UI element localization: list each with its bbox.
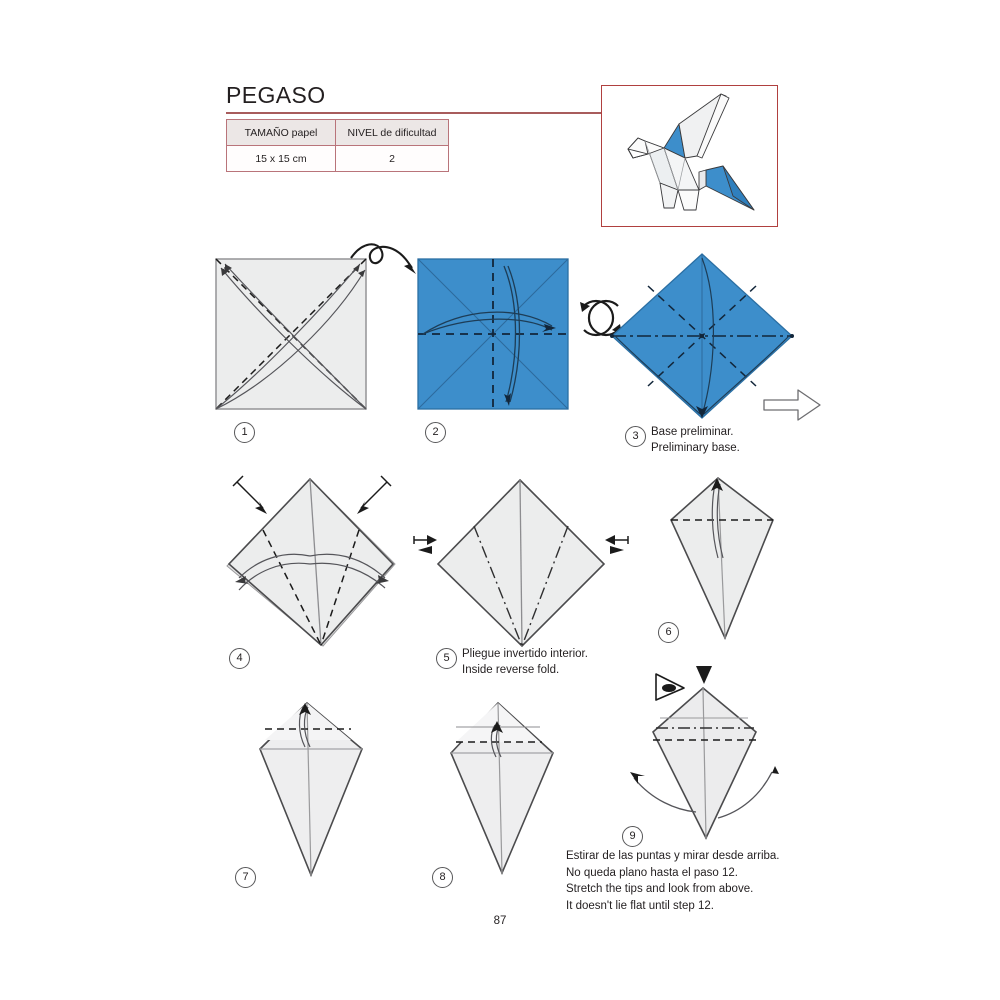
cell-paper-size: 15 x 15 cm — [226, 145, 336, 172]
page-title: PEGASO — [226, 82, 326, 108]
step-1-figure: 1 — [205, 250, 390, 443]
cell-difficulty: 2 — [335, 145, 449, 172]
step-3-caption: Base preliminar. Preliminary base. — [651, 426, 740, 454]
step-9-caption: Estirar de las puntas y mirar desde arri… — [566, 850, 780, 912]
step-6-figure: 6 — [645, 470, 820, 655]
title-rule — [226, 112, 602, 114]
step-badge-7: 7 — [235, 867, 256, 888]
step-5-figure: 5 Pliegue invertido interior. Inside rev… — [412, 468, 632, 676]
step-badge-1: 1 — [234, 422, 255, 443]
step-3-figure: 3 Base preliminar. Preliminary base. — [607, 248, 797, 454]
step-badge-5: 5 — [436, 648, 457, 669]
table-row: 15 x 15 cm 2 — [226, 145, 449, 172]
step-badge-2: 2 — [425, 422, 446, 443]
column-header-difficulty: NIVEL de dificultad — [335, 119, 449, 146]
step-2-figure: 2 — [412, 250, 587, 443]
step-8-figure: 8 — [430, 695, 605, 895]
step-badge-8: 8 — [432, 867, 453, 888]
step-badge-6: 6 — [658, 622, 679, 643]
paper-info-table: TAMAÑO papel NIVEL de dificultad 15 x 15… — [226, 119, 449, 172]
step-7-figure: 7 — [235, 695, 410, 895]
pegasus-illustration — [627, 93, 755, 211]
eye-look-icon — [655, 673, 685, 701]
step-9-figure: 9 — [608, 660, 818, 870]
step-badge-3: 3 — [625, 426, 646, 447]
column-header-paper-size: TAMAÑO papel — [226, 119, 336, 146]
page-number: 87 — [493, 915, 507, 927]
table-header-row: TAMAÑO papel NIVEL de dificultad — [226, 119, 449, 146]
hollow-arrow-icon — [762, 386, 824, 424]
turn-over-arrow-icon — [348, 238, 428, 294]
finished-model-photo — [601, 85, 778, 227]
step-badge-4: 4 — [229, 648, 250, 669]
step-5-caption: Pliegue invertido interior. Inside rever… — [462, 648, 588, 676]
step-4-figure: 4 — [215, 468, 415, 669]
title-rule-stub — [578, 112, 604, 114]
step-badge-9: 9 — [622, 826, 643, 847]
